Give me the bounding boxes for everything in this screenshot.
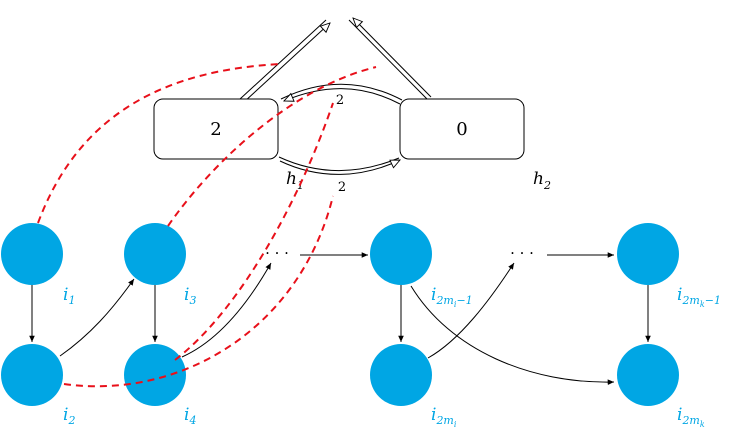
dashed-i4-upper	[174, 102, 334, 361]
node-i2mi	[370, 344, 432, 406]
node-i2mk-1	[617, 223, 679, 285]
edge-i4-dots1	[181, 262, 272, 358]
box-right: 0	[399, 98, 525, 160]
double-arrow-right-up-inner	[353, 18, 432, 98]
node-i2mk	[617, 344, 679, 406]
dashed-i1-box-left	[37, 63, 281, 224]
node-i2	[1, 344, 63, 406]
double-arrow-left-up-outer	[239, 19, 327, 100]
dashed-curves	[37, 63, 377, 388]
box-right-frame	[399, 98, 525, 160]
nodes	[1, 223, 679, 406]
ellipsis-2: · · ·	[510, 244, 534, 262]
label-i2: i2	[63, 405, 75, 427]
double-arrow-left-up-inner	[243, 23, 330, 103]
box-left: 2	[153, 98, 279, 160]
ellipsis-1: · · ·	[265, 244, 289, 262]
dashed-i2-lower	[63, 195, 334, 388]
label-i2mk: i2mk	[677, 405, 705, 429]
label-i2mi: i2mi	[431, 405, 457, 429]
double-arrows	[239, 18, 432, 175]
node-i4	[124, 344, 186, 406]
edge-i2mi-1-i2mk	[410, 285, 615, 385]
box-right-value: 0	[456, 119, 467, 140]
label-i1: i1	[63, 285, 75, 307]
node-i1	[1, 223, 63, 285]
double-arrow-bottom-inner	[279, 160, 400, 175]
label-i2mk-1: i2mk−1	[677, 285, 721, 309]
label-i3: i3	[184, 285, 196, 307]
edge-i2-i3	[59, 278, 135, 357]
edge-label-upper: 2	[336, 93, 344, 108]
heap-label-h2: h2	[533, 169, 551, 192]
double-arrow-bottom-outer	[278, 156, 400, 172]
edge-i2mi-dots2	[427, 262, 515, 359]
node-labels: i1 i2 i3 i4 i2mi−1 i2mi i2mk−1 i2mk	[63, 285, 721, 429]
box-left-frame	[153, 98, 279, 160]
node-i3	[124, 223, 186, 285]
double-arrow-right-up-outer	[348, 19, 428, 100]
label-i2mi-1: i2mi−1	[431, 285, 473, 309]
dashed-i3-top	[167, 66, 377, 227]
label-i4: i4	[184, 405, 196, 427]
node-edges	[29, 252, 651, 385]
edge-label-lower: 2	[338, 180, 346, 195]
double-arrow-top-inner	[284, 88, 401, 105]
node-i2mi-1	[370, 223, 432, 285]
box-left-value: 2	[210, 119, 221, 140]
